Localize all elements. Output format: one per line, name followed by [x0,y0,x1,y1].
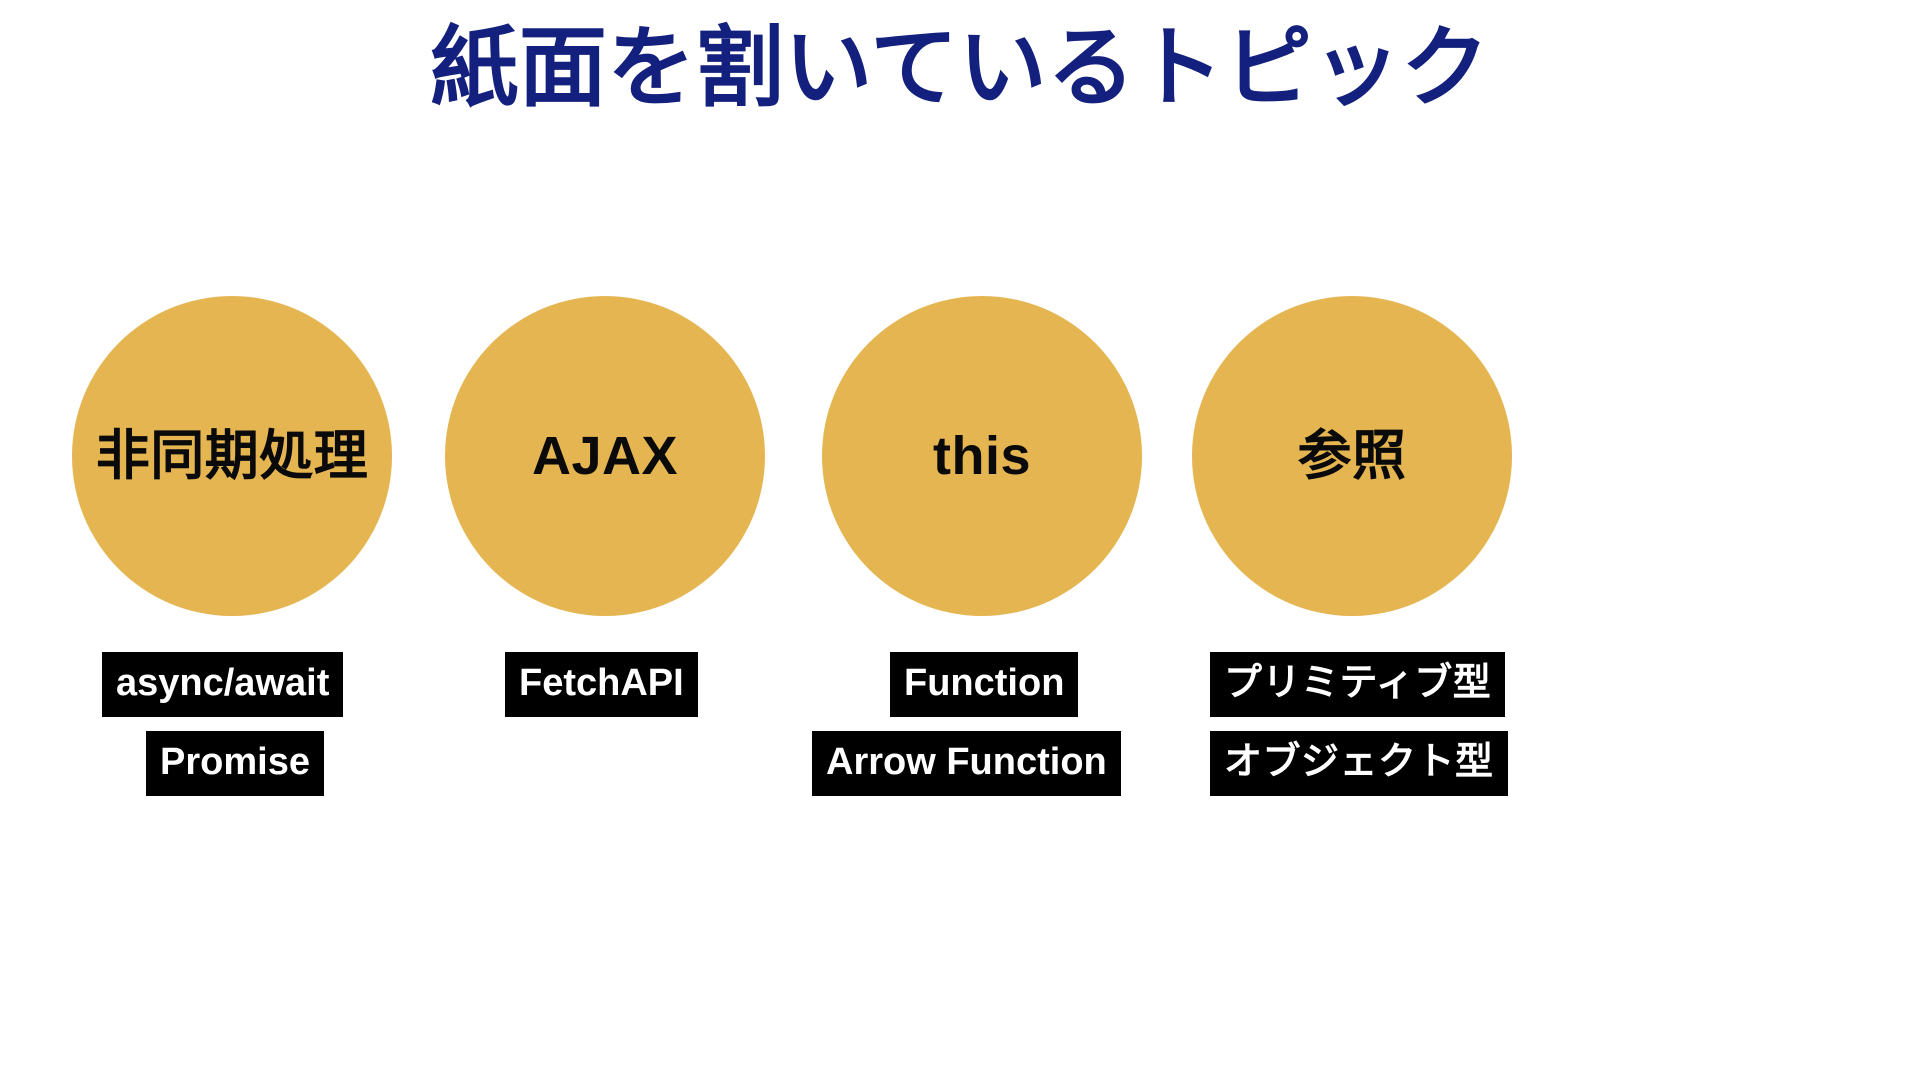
tag-list-0: async/await Promise [102,652,432,796]
topic-column-3: 参照 プリミティブ型 オブジェクト型 [1152,296,1552,936]
tag-list-2: Function Arrow Function [812,652,1182,796]
topic-column-2: this Function Arrow Function [782,296,1182,936]
tag-box: Promise [146,731,324,796]
topic-circle-0[interactable]: 非同期処理 [72,296,392,616]
topic-circle-label-1: AJAX [531,426,679,486]
topic-column-0: 非同期処理 async/await Promise [32,296,432,936]
page-title: 紙面を割いているトピック [430,18,1490,117]
tag-box: Function [890,652,1079,717]
topic-circle-label-0: 非同期処理 [95,426,369,486]
tag-box: async/await [102,652,344,717]
tag-box: プリミティブ型 [1210,652,1506,717]
tag-list-1: FetchAPI [505,652,805,717]
topic-circle-3[interactable]: 参照 [1192,296,1512,616]
topic-circle-label-3: 参照 [1297,426,1407,486]
tag-box: FetchAPI [505,652,698,717]
topic-circle-2[interactable]: this [822,296,1142,616]
tag-box: Arrow Function [812,731,1121,796]
topic-circle-1[interactable]: AJAX [445,296,765,616]
topic-column-1: AJAX FetchAPI [405,296,805,936]
tag-box: オブジェクト型 [1210,731,1508,796]
tag-list-3: プリミティブ型 オブジェクト型 [1210,652,1552,796]
topic-circle-label-2: this [932,426,1031,486]
